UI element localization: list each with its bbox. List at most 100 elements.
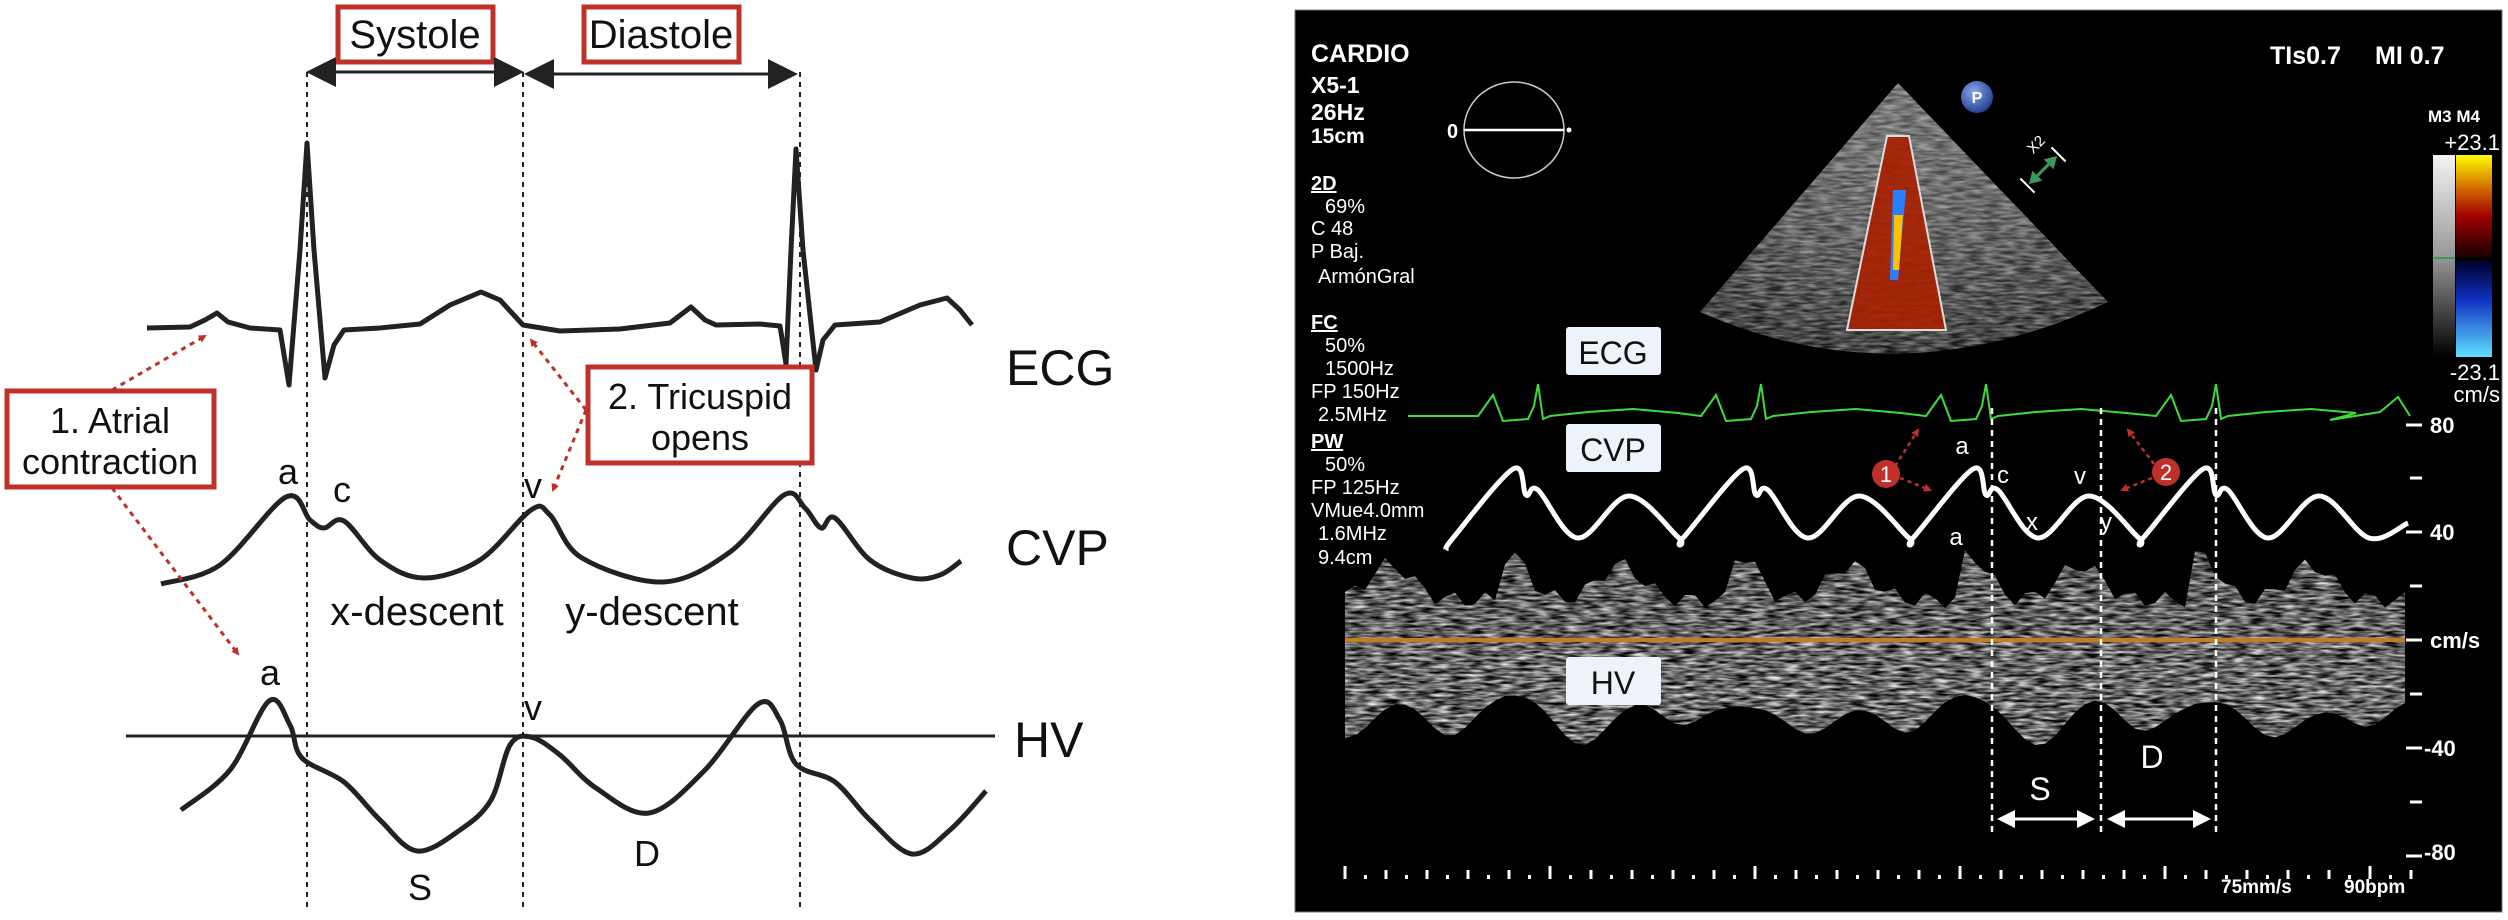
callout-text: contraction [22, 441, 198, 482]
param-text: FP 150Hz [1311, 381, 1400, 403]
depth-label: 15cm [1311, 125, 1365, 148]
velocity-axis: 80 40 cm/s -40 -80 [2406, 413, 2480, 865]
heart-rate: 90bpm [2344, 877, 2405, 898]
p-marker-text: P [1972, 90, 1983, 107]
acquisition-params: 2D 69% C 48 P Baj. ArmónGral FC 50% 1500… [1311, 173, 1424, 569]
param-pw-title: PW [1311, 431, 1343, 453]
axis-tick-label: -40 [2424, 736, 2456, 761]
hv-trace [179, 697, 988, 857]
c-wave-label: c [1997, 462, 2009, 489]
diastole-label: Diastole [581, 4, 742, 65]
callout-arrow [551, 409, 588, 492]
mi-readout: MI 0.7 [2375, 42, 2444, 70]
callout-text: opens [651, 417, 749, 458]
param-text: FP 125Hz [1311, 477, 1400, 499]
param-text: P Baj. [1311, 241, 1364, 263]
atrial-contraction-callout: 1. Atrial contraction [4, 334, 240, 656]
badge-1: 1 [1872, 428, 1932, 492]
badge-number: 1 [1880, 462, 1892, 487]
cvp-label: CVP [1006, 520, 1109, 576]
param-text: 9.4cm [1318, 547, 1372, 569]
frame-rate-label: 26Hz [1311, 99, 1365, 125]
color-scale-unit: cm/s [2454, 382, 2500, 407]
probe-label: X5-1 [1311, 72, 1360, 98]
axis-tick-label: cm/s [2430, 628, 2480, 653]
y-descent-label: y-descent [565, 590, 738, 634]
hv-d-wave-label: D [634, 833, 660, 874]
callout-text: 1. Atrial [50, 400, 170, 441]
cvp-trace [160, 490, 963, 587]
callout-arrow [110, 487, 240, 656]
callout-arrow [529, 338, 588, 411]
echo-sector-image: P X2 [1700, 81, 2108, 354]
badge-circle [2152, 458, 2180, 486]
trace-label-cvp: CVP [1566, 424, 1661, 472]
axis-tick-label: 40 [2430, 520, 2454, 545]
param-fc-title: FC [1311, 312, 1338, 334]
color-scale-max: +23.1 [2444, 130, 2500, 155]
v-wave-label: v [2074, 463, 2086, 490]
hv-a-wave-label: a [1949, 524, 1963, 551]
param-text: C 48 [1311, 218, 1353, 240]
hv-v-wave-label: v [524, 687, 542, 728]
axis-tick-label: -80 [2424, 840, 2456, 865]
param-text: 2.5MHz [1318, 404, 1387, 426]
ultrasound-panel: P X2 CARDIO X5-1 26Hz 15cm TIs0.7 MI 0.7… [1294, 9, 2503, 913]
param-text: 69% [1325, 196, 1365, 218]
doppler-spectrum-forward [1345, 550, 2405, 640]
ecg-trace [146, 140, 974, 388]
param-text: 50% [1325, 335, 1365, 357]
header-params: CARDIO X5-1 26Hz 15cm TIs0.7 MI 0.7 [1311, 40, 2444, 148]
ultrasound-ecg-trace [1408, 383, 2411, 423]
angle-indicator: 0 [1447, 81, 1572, 179]
p-marker-icon [1961, 81, 1993, 113]
schematic-diagram: Systole Diastole ECG CVP HV 1. Atrial co… [4, 4, 1114, 908]
ecg-label: ECG [1006, 340, 1114, 396]
x-descent-label: x-descent [330, 590, 503, 634]
color-map-label: M3 M4 [2428, 107, 2481, 126]
systole-text: Systole [349, 13, 480, 57]
trace-label-hv: HV [1566, 657, 1661, 705]
callout-arrow [111, 334, 207, 392]
param-text: 1.6MHz [1318, 523, 1387, 545]
cycle-dividers [1990, 408, 2218, 832]
param-text: 50% [1325, 454, 1365, 476]
a-wave-label: a [1955, 433, 1969, 460]
ultrasound-cvp-trace [1443, 465, 2410, 552]
param-2d-title: 2D [1311, 173, 1337, 195]
badge-circle [1872, 460, 1900, 488]
callout-text: 2. Tricuspid [608, 376, 792, 417]
time-axis-ticks [1343, 866, 2413, 879]
wave-labels: a c v x-descent y-descent a v S D [260, 451, 739, 908]
trace-label-text: CVP [1580, 432, 1646, 468]
badge-2: 2 [2120, 428, 2180, 492]
axis-tick-label: 80 [2430, 413, 2454, 438]
systole-label: Systole [335, 4, 496, 65]
diastole-text: Diastole [589, 13, 734, 57]
param-text: 1500Hz [1325, 358, 1394, 380]
preset-label: CARDIO [1311, 40, 1410, 68]
phase-dividers [306, 72, 801, 908]
sweep-speed: 75mm/s [2221, 877, 2292, 898]
cvp-v-wave-label: v [524, 465, 542, 506]
angle-value: 0 [1447, 121, 1458, 143]
color-scale-bar: M3 M4 +23.1 -23.1 cm/s [2428, 107, 2500, 407]
x-descent-label: x [2026, 509, 2038, 536]
tricuspid-opens-callout: 2. Tricuspid opens [529, 338, 815, 492]
trace-label-ecg: ECG [1566, 327, 1661, 375]
param-text: ArmónGral [1318, 266, 1415, 288]
cvp-a-wave-label: a [278, 451, 299, 492]
tis-readout: TIs0.7 [2270, 42, 2341, 70]
badge-number: 2 [2160, 460, 2172, 485]
color-scale-min: -23.1 [2450, 360, 2500, 385]
ultrasound-annotations: a c v x y a [1949, 433, 2112, 551]
cvp-c-wave-label: c [333, 469, 351, 510]
s-wave-label: S [2029, 771, 2050, 807]
trace-label-text: ECG [1578, 335, 1647, 371]
d-wave-label: D [2140, 739, 2163, 775]
trace-label-text: HV [1591, 665, 1636, 701]
hv-s-wave-label: S [408, 867, 432, 908]
hv-label: HV [1014, 712, 1084, 768]
param-text: VMue4.0mm [1311, 500, 1424, 522]
